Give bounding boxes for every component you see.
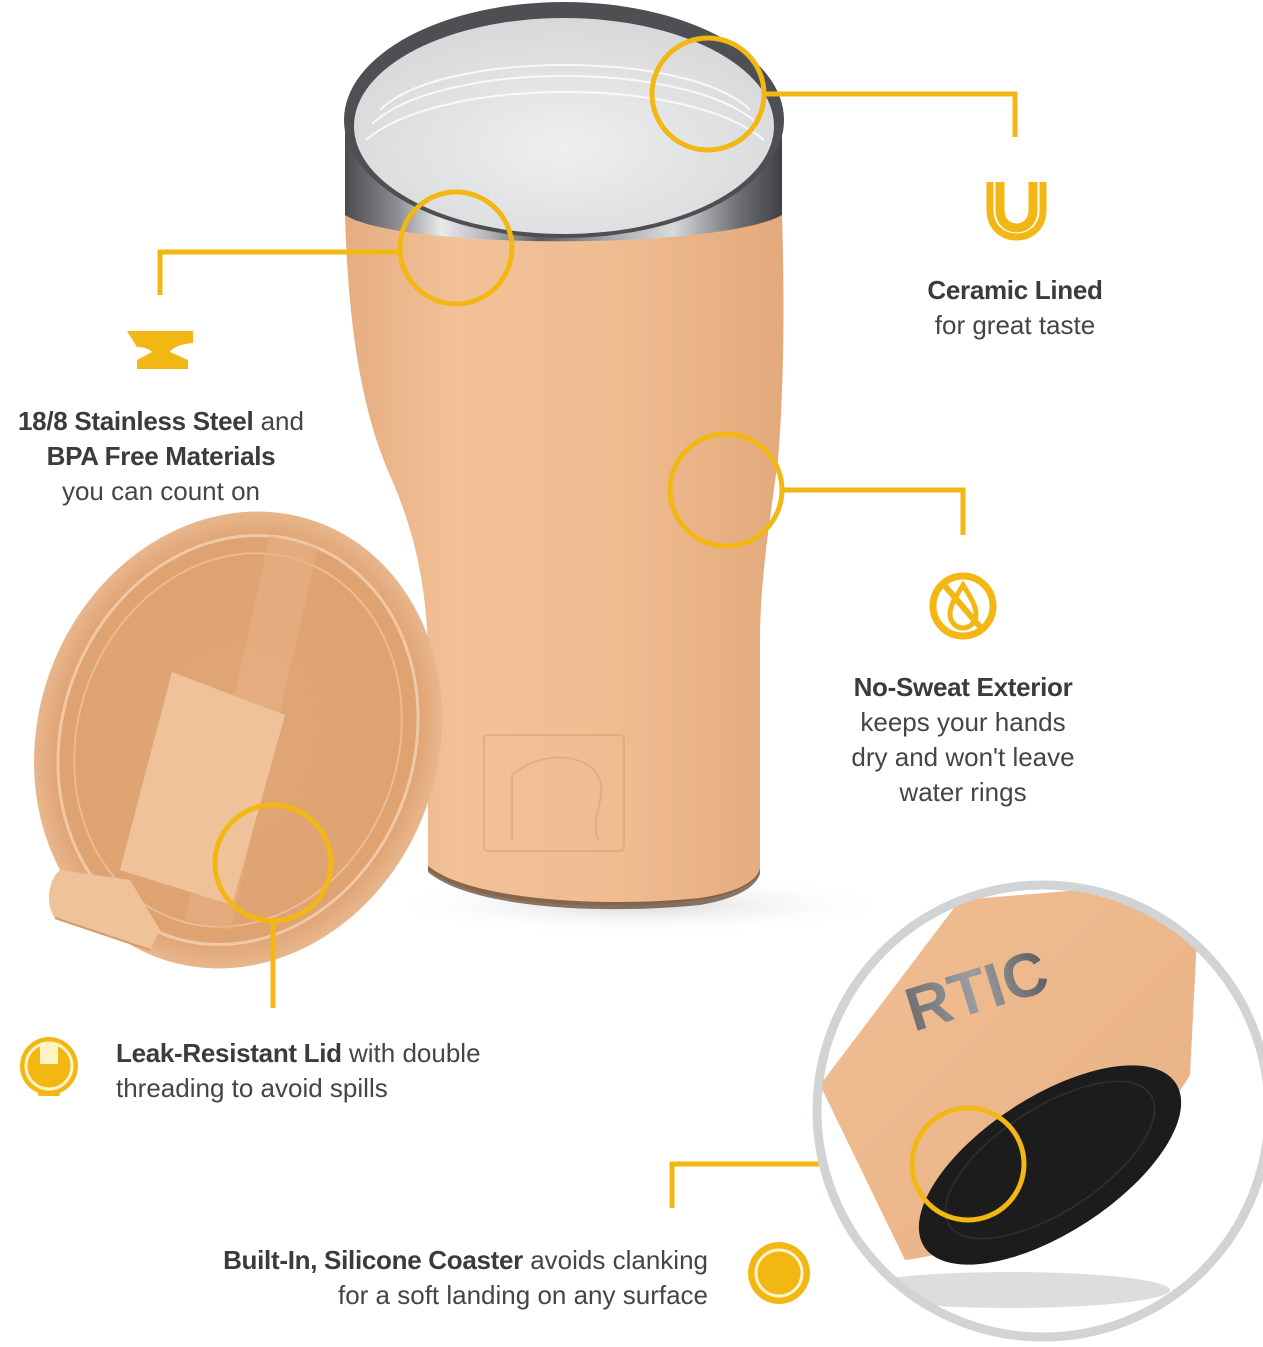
feature-desc-line-1: keeps your hands [860, 707, 1066, 737]
feature-desc-line-2: dry and won't leave [851, 742, 1075, 772]
lid-icon-art [20, 1037, 78, 1096]
feature-suffix: with double [341, 1038, 481, 1068]
feature-no-sweat: No-Sweat Exterior keeps your hands dry a… [818, 670, 1108, 810]
u-liner-icon [985, 175, 1047, 240]
feature-desc: for a soft landing on any surface [337, 1280, 708, 1310]
feature-suffix: avoids clanking [523, 1245, 708, 1275]
coaster-inset: RTIC [812, 880, 1263, 1342]
feature-ceramic-lined: Ceramic Lined for great taste [880, 273, 1150, 343]
coaster-icon-art [748, 1242, 810, 1304]
anvil-icon [124, 328, 196, 372]
feature-title: 18/8 Stainless Steel [18, 406, 254, 436]
feature-title: Ceramic Lined [927, 275, 1103, 305]
no-drop-icon [928, 571, 998, 641]
feature-desc-line-3: water rings [899, 777, 1027, 807]
anvil-icon-art [127, 331, 193, 369]
feature-desc: threading to avoid spills [116, 1073, 388, 1103]
no-drop-icon-art [929, 572, 997, 640]
u-liner-icon-art [986, 182, 1047, 241]
feature-stainless-steel: 18/8 Stainless Steel and BPA Free Materi… [0, 404, 322, 509]
feature-suffix: and [253, 406, 304, 436]
lid-illustration [33, 511, 443, 969]
feature-title-2: BPA Free Materials [46, 441, 276, 471]
feature-desc: for great taste [934, 310, 1096, 340]
lid-icon [18, 1035, 80, 1099]
coaster-icon [746, 1240, 812, 1306]
feature-title: Leak-Resistant Lid [116, 1038, 342, 1068]
feature-title: Built-In, Silicone Coaster [223, 1245, 523, 1275]
feature-desc: you can count on [61, 476, 261, 506]
feature-leak-resistant-lid: Leak-Resistant Lid with double threading… [116, 1036, 556, 1106]
feature-silicone-coaster: Built-In, Silicone Coaster avoids clanki… [120, 1243, 708, 1313]
feature-title: No-Sweat Exterior [853, 672, 1073, 702]
